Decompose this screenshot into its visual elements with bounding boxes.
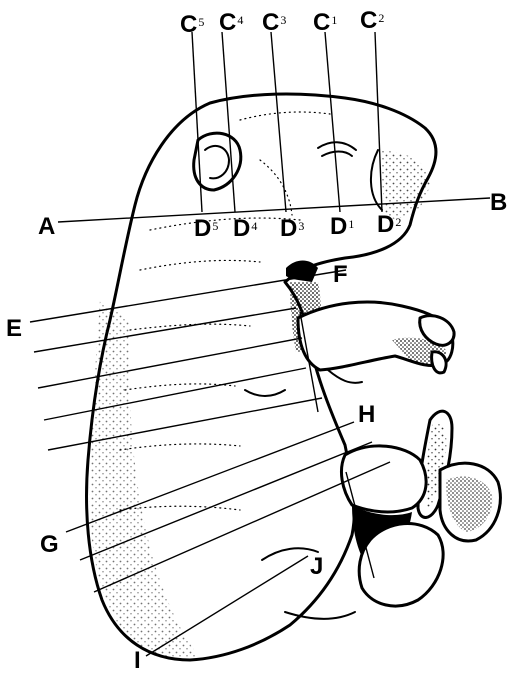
label-I: I: [134, 647, 141, 674]
label-G: G: [40, 531, 59, 558]
label-C3: C3: [262, 9, 286, 36]
label-C4: C4: [219, 9, 243, 36]
label-C5: C5: [180, 11, 204, 38]
label-F: F: [333, 261, 348, 288]
label-H: H: [358, 401, 375, 428]
fetal-pig-illustration: [87, 94, 501, 660]
label-C1: C1: [313, 9, 337, 36]
label-J: J: [310, 553, 323, 580]
belly-fold: [328, 370, 362, 383]
label-E: E: [6, 315, 22, 342]
label-A: A: [38, 213, 55, 240]
foreleg-hoof-tip: [432, 352, 446, 373]
label-B: B: [490, 189, 507, 216]
label-C2: C2: [360, 7, 384, 34]
